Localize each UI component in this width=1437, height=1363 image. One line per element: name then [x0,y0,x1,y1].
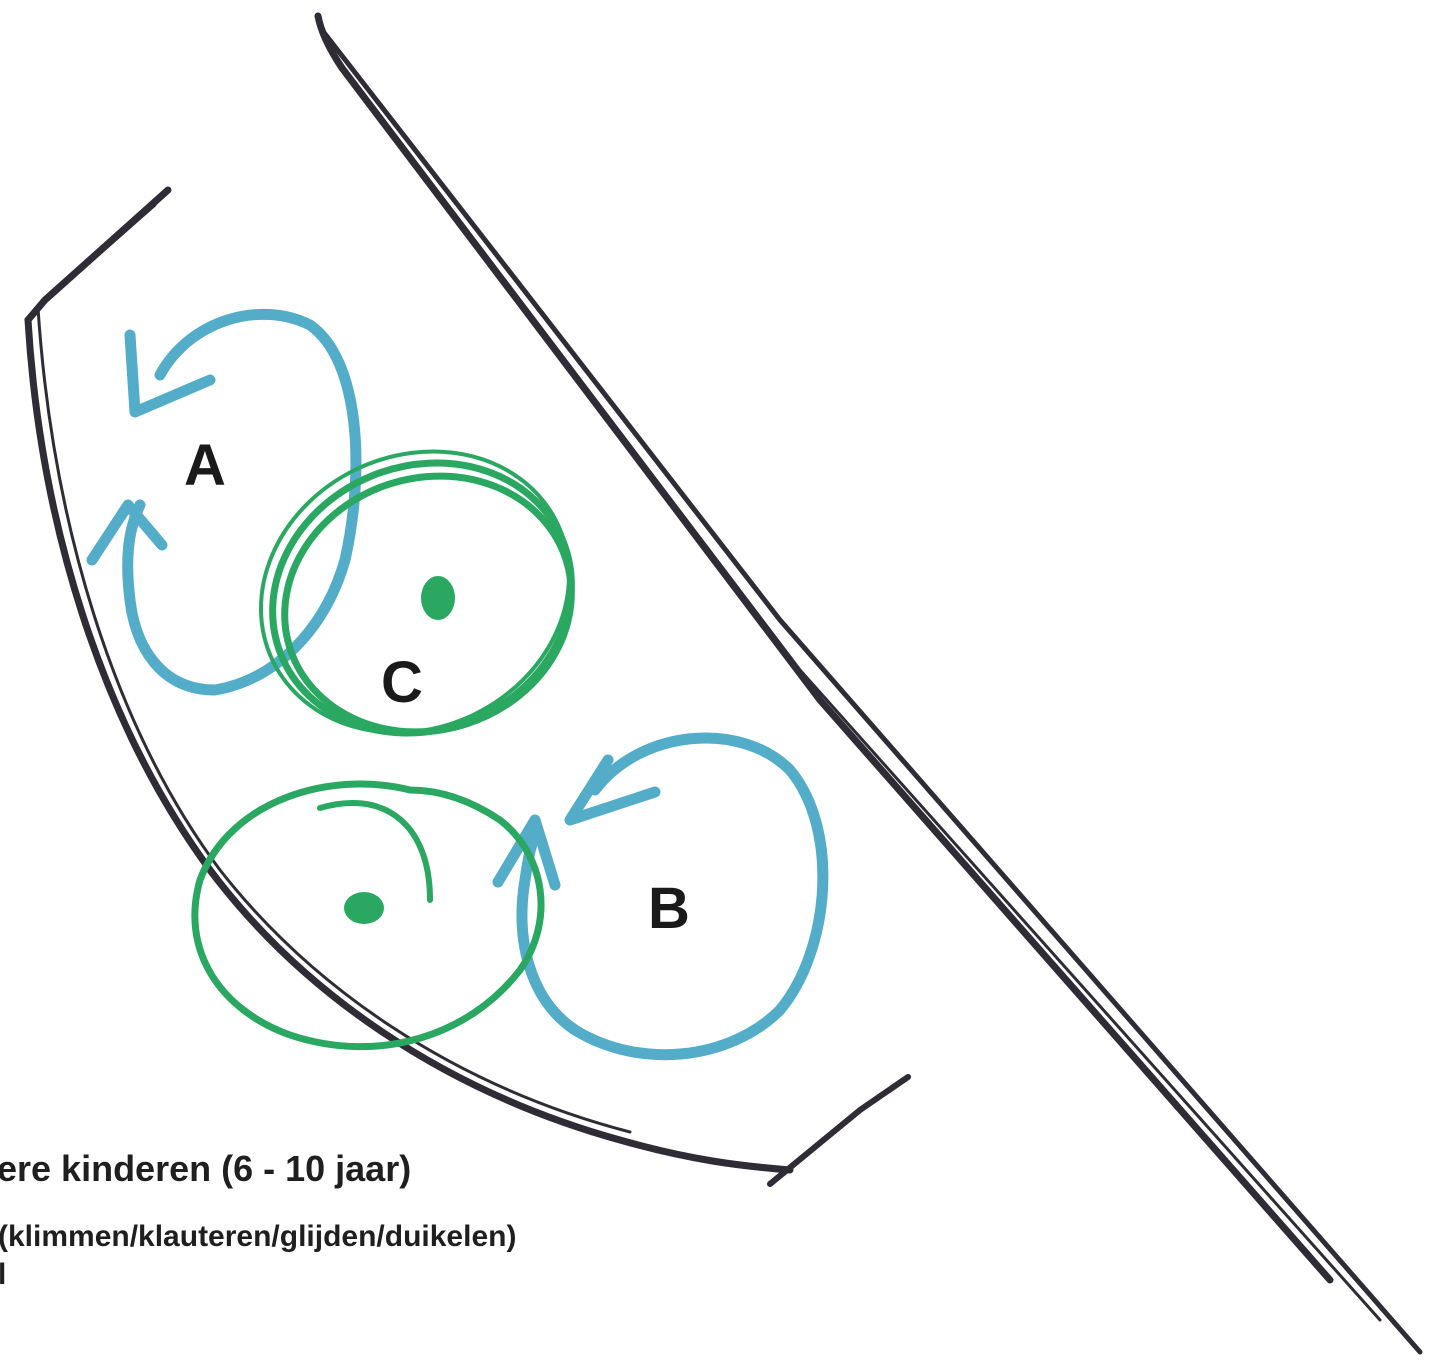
rotation-arrow-b [492,732,829,1061]
caption-activities: (klimmen/klauteren/glijden/duikelen) [0,1220,517,1253]
zone-label-a: A [184,433,226,498]
arrowhead-upper-icon [124,329,216,418]
green-circle-lower [191,780,545,1051]
caption-title: ere kinderen (6 - 10 jaar) [0,1148,412,1189]
green-circle-c [258,449,575,737]
arrowhead-upper-icon [564,754,661,826]
slide-edge-line [314,12,1423,1355]
arrowhead-lower-icon [86,499,168,566]
bowl-boundary-line [24,186,911,1187]
zone-label-b: B [648,876,690,941]
center-dot-c-icon [421,576,455,620]
rotation-arrow-a [86,308,362,696]
caption-fragment: l [0,1258,7,1291]
center-dot-lower-icon [344,892,384,924]
zone-label-c: C [381,650,423,715]
arrowhead-lower-icon [492,814,561,891]
